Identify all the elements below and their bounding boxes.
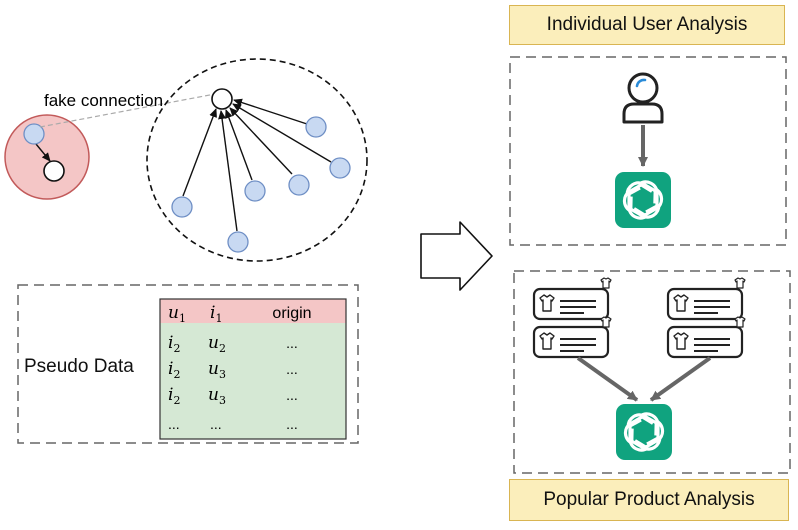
edge: [233, 98, 308, 125]
tshirt-icon: [734, 316, 746, 328]
edge: [232, 103, 332, 163]
table-cell: ...: [286, 416, 298, 432]
table-cell: i2: [168, 359, 180, 381]
product-card-icon: [666, 287, 744, 321]
target-node: [211, 88, 233, 110]
fake-neighborhood-graph: [146, 58, 368, 262]
table-cell: u2: [208, 333, 226, 355]
original-edge: [35, 143, 51, 162]
pseudo-data-table: u1 i1 origin i2 u2 ... i2 u3 ... i2 u3 .…: [159, 298, 347, 440]
table-cell: ...: [286, 335, 298, 351]
table-cell: u3: [208, 385, 226, 407]
table-header-cell: origin: [272, 305, 311, 322]
chatgpt-logo-icon: [614, 402, 674, 462]
pseudo-data-box: [17, 284, 359, 444]
product-card-icon: [532, 287, 610, 321]
table-header-cell: i1: [210, 303, 222, 325]
products-to-llm-arrow: [649, 356, 712, 402]
individual-analysis-title: Individual User Analysis: [509, 5, 785, 45]
hollow-arrow-icon: [420, 221, 493, 291]
table-cell: u3: [208, 359, 226, 381]
edge: [182, 108, 217, 197]
original-graph: [4, 114, 90, 200]
product-card-icon: [532, 325, 610, 359]
table-cell: i2: [168, 385, 180, 407]
table-header-row: [160, 299, 346, 323]
neighbor-node: [171, 196, 193, 218]
product-card-icon: [666, 325, 744, 359]
tshirt-icon: [734, 277, 746, 289]
products-to-llm-arrow: [576, 356, 639, 402]
pseudo-data-label: Pseudo Data: [24, 356, 134, 377]
chatgpt-logo-icon: [613, 170, 673, 230]
table-body: [160, 323, 346, 439]
tshirt-icon: [600, 316, 612, 328]
table-cell: ...: [168, 416, 180, 432]
popular-analysis-box: [513, 270, 791, 474]
neighborhood-ellipse: [146, 58, 368, 262]
table-border: [159, 298, 347, 440]
fake-connection-label: fake connection: [44, 91, 163, 110]
neighbor-node: [329, 157, 351, 179]
table-cell: ...: [286, 361, 298, 377]
target-node: [43, 160, 65, 182]
fake-connection-line: [39, 93, 216, 128]
edge: [218, 110, 238, 232]
table-cell: i2: [168, 333, 180, 355]
edge: [229, 107, 293, 175]
table-header-cell: u1: [168, 303, 186, 325]
edge: [225, 109, 253, 181]
source-node: [23, 123, 45, 145]
popular-analysis-title: Popular Product Analysis: [509, 479, 789, 521]
neighbor-node: [244, 180, 266, 202]
individual-analysis-box: [509, 56, 787, 246]
neighbor-node: [288, 174, 310, 196]
tshirt-icon: [600, 277, 612, 289]
table-cell: ...: [286, 387, 298, 403]
neighbor-node: [305, 116, 327, 138]
table-cell: ...: [210, 416, 222, 432]
neighbor-node: [227, 231, 249, 253]
user-icon: [622, 72, 664, 124]
